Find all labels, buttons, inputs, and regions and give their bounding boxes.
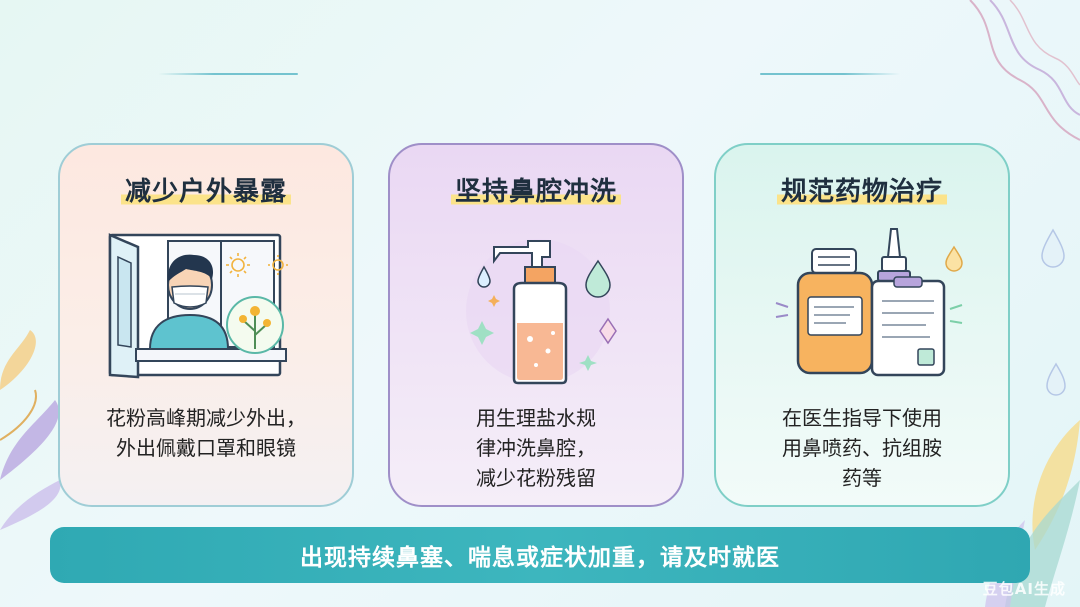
card-description: 用生理盐水规 律冲洗鼻腔， 减少花粉残留 bbox=[476, 406, 596, 490]
saline-bottle-icon bbox=[466, 239, 617, 385]
leaf-decoration-left bbox=[0, 330, 61, 530]
card-medication-treatment: 规范药物治疗 在医生指导下使用 用鼻喷药、抗组胺 药等 bbox=[714, 143, 1010, 507]
card-nasal-irrigation: 坚持鼻腔冲洗 用生理盐水规 律冲洗鼻腔， 减少花粉残留 bbox=[388, 143, 684, 507]
card-reduce-outdoor-exposure: 减少户外暴露 bbox=[58, 143, 354, 507]
top-divider-right bbox=[760, 73, 900, 75]
watermark: 豆包AI生成 bbox=[982, 580, 1066, 598]
card-description: 花粉高峰期减少外出， 外出佩戴口罩和眼镜 bbox=[106, 406, 306, 460]
card-title: 减少户外暴露 bbox=[60, 171, 352, 208]
banner-text: 出现持续鼻塞、喘息或症状加重，请及时就医 bbox=[300, 545, 780, 571]
card-description: 在医生指导下使用 用鼻喷药、抗组胺 药等 bbox=[782, 406, 942, 490]
top-divider-left bbox=[158, 73, 298, 75]
water-drop-icon bbox=[1041, 228, 1065, 268]
water-drop-icon bbox=[1046, 362, 1066, 396]
medicine-bottles-icon bbox=[775, 228, 963, 377]
wave-line-decoration bbox=[969, 0, 1080, 141]
sun-icon bbox=[226, 253, 288, 277]
card-title: 坚持鼻腔冲洗 bbox=[390, 171, 682, 208]
seek-medical-care-banner: 出现持续鼻塞、喘息或症状加重，请及时就医 bbox=[50, 527, 1030, 583]
person-with-mask-at-window-icon bbox=[108, 233, 288, 379]
flower-icon bbox=[239, 306, 271, 349]
card-title: 规范药物治疗 bbox=[716, 171, 1008, 208]
